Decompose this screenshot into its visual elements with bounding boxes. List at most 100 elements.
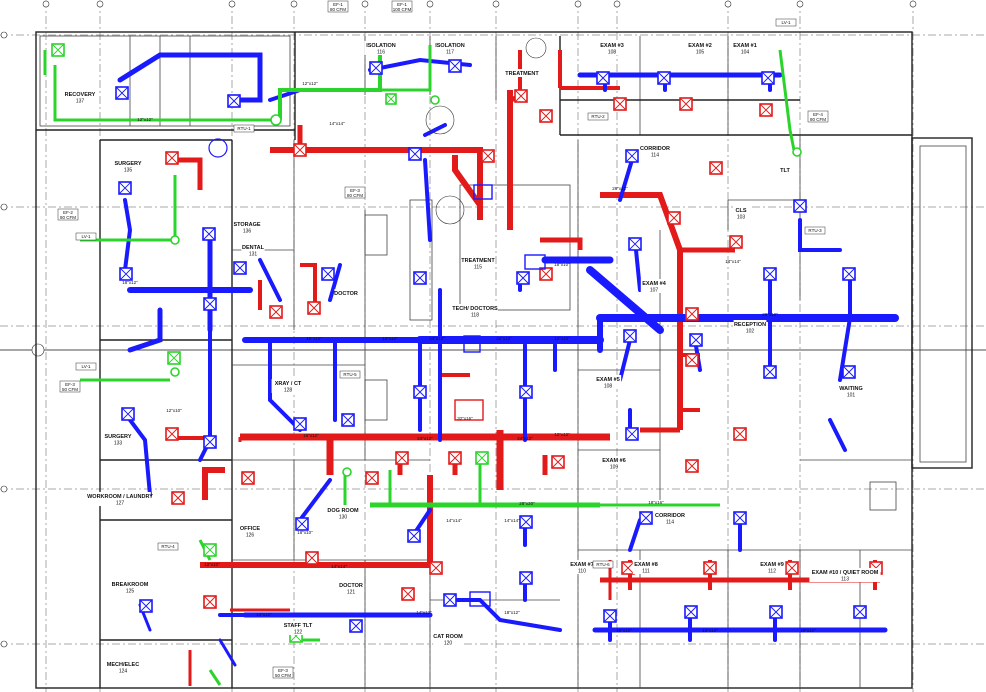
supply-ductwork (117, 52, 899, 667)
duct-size: 24"x12" (417, 436, 433, 441)
room-name: EXAM #1 (733, 43, 757, 49)
room-name: EXAM #6 (602, 458, 626, 464)
grille-return (733, 427, 747, 441)
grille-return (685, 459, 699, 473)
equipment-tag-box (327, 0, 349, 13)
duct-size: 14"x14" (504, 518, 520, 523)
supply-diffusers (115, 59, 867, 633)
room-label-background (238, 524, 262, 538)
room-number: 113 (841, 577, 849, 583)
diffuser-supply (227, 94, 241, 108)
diffuser-supply (761, 71, 775, 85)
duct-size: 28"x20" (519, 501, 535, 506)
equipment-tag-box (807, 110, 829, 123)
duct-size: 16"x12" (306, 336, 322, 341)
duct-size: 12"x12" (302, 81, 318, 86)
grille-return (621, 561, 635, 575)
diffuser-supply (407, 529, 421, 543)
room-label-background (600, 456, 628, 470)
equipment-tag-box (272, 666, 294, 679)
equipment-tag: LV-1 (782, 20, 791, 25)
room-name: SURGERY (115, 161, 142, 167)
duct-size: 12"x10" (166, 408, 182, 413)
diffuser-supply (763, 267, 777, 281)
room-name: OFFICE (240, 526, 260, 532)
duct-size: 18"x16" (648, 500, 664, 505)
diffuser-supply (295, 517, 309, 531)
room-name: EXAM #7 (570, 562, 594, 568)
equipment-tag-box (587, 112, 609, 121)
diffuser-supply (139, 599, 153, 613)
diffuser-supply (448, 59, 462, 73)
equipment-tag-box (233, 124, 255, 133)
room-number: 131 (249, 252, 258, 258)
equipment-cfm: 80 CFM (810, 117, 826, 122)
equipment-cfm: 50 CFM (62, 387, 78, 392)
room-label-background (334, 289, 358, 297)
grille-return (481, 149, 495, 163)
diffuser-supply (842, 267, 856, 281)
room-number: 120 (444, 641, 453, 647)
grille-return (729, 235, 743, 249)
duct-size: 14"x14" (331, 564, 347, 569)
equipment-tag: EF-1 (333, 2, 343, 7)
room-number: 104 (741, 50, 750, 56)
equipment-tag: LV-1 (82, 364, 91, 369)
room-number: 127 (116, 501, 125, 507)
room-label-background (233, 220, 261, 234)
grille-return (685, 307, 699, 321)
diffuser-supply (119, 267, 133, 281)
room-label-background (777, 166, 793, 174)
equipment-tag-box (804, 226, 826, 235)
room-number: 107 (650, 288, 659, 294)
duct-size: 24"x12" (429, 336, 445, 341)
diffuser-supply (625, 427, 639, 441)
diffuser-supply (233, 261, 247, 275)
grille-return (401, 587, 415, 601)
room-number: 101 (847, 393, 856, 399)
duct-size: 24"x12" (496, 336, 512, 341)
return-grilles (165, 89, 883, 609)
diffuser-supply (689, 333, 703, 347)
room-name: STORAGE (233, 222, 260, 228)
grille-return (785, 561, 799, 575)
diffuser-supply (769, 605, 783, 619)
grille-return (539, 109, 553, 123)
room-number: 110 (578, 569, 586, 575)
room-label-background (452, 304, 498, 318)
diffuser-supply (341, 413, 355, 427)
room-number: 124 (119, 669, 128, 675)
equipment-cfm: 100 CFM (393, 7, 412, 12)
room-label-background (433, 41, 467, 55)
diffuser-supply (763, 365, 777, 379)
duct-size: 16"x12" (382, 336, 398, 341)
duct-size: 14"x12" (416, 610, 432, 615)
room-label-background (640, 144, 670, 158)
grille-return (539, 267, 553, 281)
room-number: 109 (610, 465, 619, 471)
room-name: EXAM #3 (600, 43, 624, 49)
grille-return (269, 305, 283, 319)
grille-return (448, 451, 462, 465)
diffuser-supply (202, 227, 216, 241)
room-name: EXAM #5 (596, 377, 620, 383)
duct-size: 12"x10" (204, 562, 220, 567)
room-number: 118 (471, 313, 479, 319)
room-name: CLS (736, 208, 747, 214)
duct-size: 16"x12" (702, 628, 718, 633)
diffuser-supply (603, 609, 617, 623)
room-name: WAITING (839, 386, 863, 392)
equipment-tag-box (157, 542, 179, 551)
diffuser-supply (203, 297, 217, 311)
room-label-background (89, 492, 151, 506)
grille-return (703, 561, 717, 575)
equipment-tag-box (592, 560, 614, 569)
grille-return (395, 451, 409, 465)
diffuser-supply (118, 181, 132, 195)
room-labels: RECOVERY137ISOLATION116ISOLATION117EXAM … (65, 41, 881, 675)
grille-return (759, 103, 773, 117)
room-number: 135 (124, 168, 133, 174)
duct-size: 32"x16" (457, 416, 473, 421)
room-name: ISOLATION (366, 43, 396, 49)
